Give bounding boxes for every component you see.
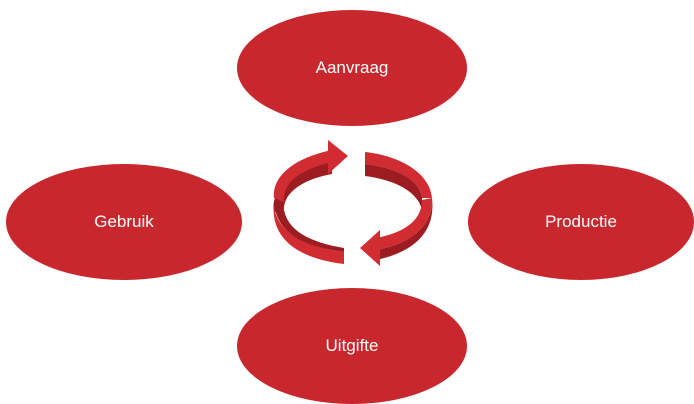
node-uitgifte-label: Uitgifte [325, 336, 379, 355]
node-uitgifte: Uitgifte [237, 288, 467, 404]
circular-arrows-icon [273, 140, 433, 266]
arrow-lower-right [360, 198, 433, 266]
arrow-upper-right [365, 152, 432, 210]
node-gebruik-label: Gebruik [94, 212, 154, 231]
node-productie: Productie [468, 164, 694, 280]
node-gebruik: Gebruik [6, 164, 242, 280]
node-aanvraag: Aanvraag [237, 10, 467, 126]
node-productie-label: Productie [545, 212, 617, 231]
arrow-lower-left [273, 202, 344, 264]
node-aanvraag-label: Aanvraag [315, 58, 389, 77]
arrow-upper-left [273, 140, 348, 212]
